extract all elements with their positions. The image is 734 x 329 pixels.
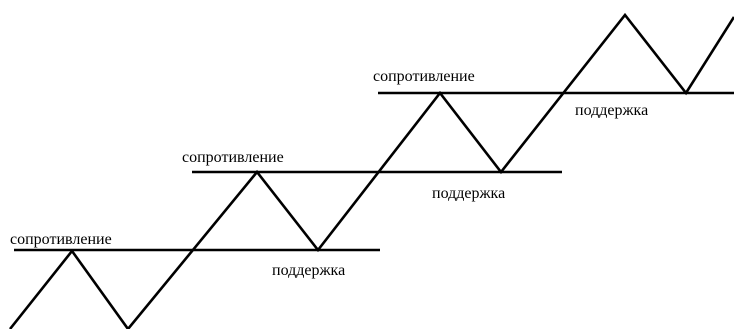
support-label-1: поддержка — [272, 262, 345, 279]
price-zigzag-line — [8, 12, 734, 329]
resistance-label-1: сопротивление — [10, 231, 112, 248]
resistance-label-3: сопротивление — [373, 68, 475, 85]
support-label-2: поддержка — [432, 185, 505, 202]
support-label-3: поддержка — [575, 102, 648, 119]
resistance-label-2: сопротивление — [182, 149, 284, 166]
